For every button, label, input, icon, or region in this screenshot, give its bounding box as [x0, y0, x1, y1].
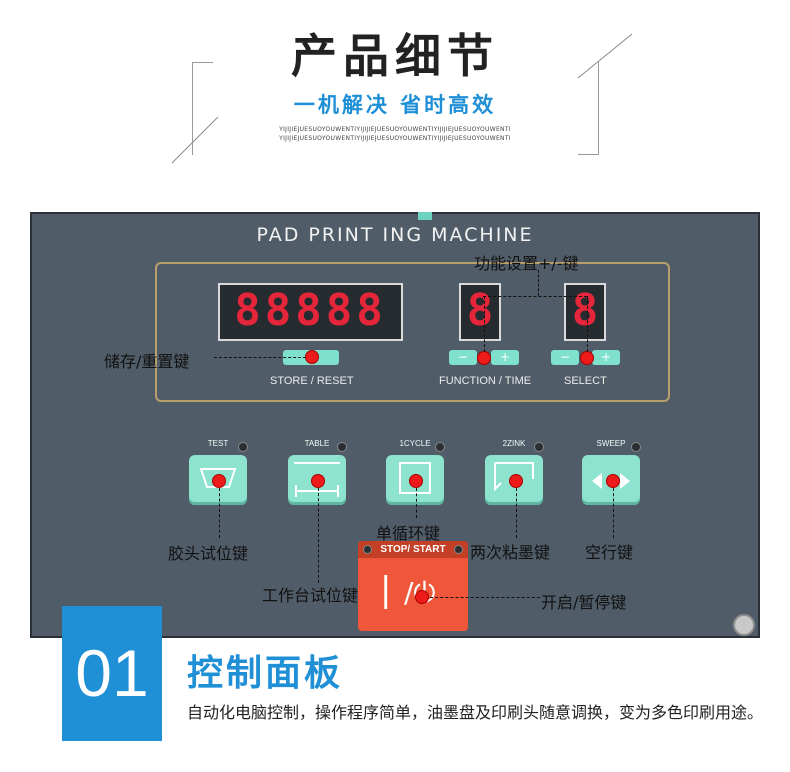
marker-select [580, 351, 594, 365]
annotation-single-cycle: 单循环键 [376, 524, 441, 543]
ink-key-icon [494, 462, 534, 492]
machine-label: PAD PRINT ING MACHINE [256, 224, 534, 246]
leader-function-top [538, 270, 539, 296]
annotation-store-reset: 储存/重置键 [104, 352, 190, 371]
indicator-tab [418, 212, 432, 220]
stop-led-right [454, 545, 463, 554]
annotation-empty-run: 空行键 [585, 543, 634, 562]
store-reset-label: STORE / RESET [270, 375, 354, 387]
key-test-led [238, 442, 248, 452]
marker-function [477, 351, 491, 365]
marker-2zink [509, 474, 523, 488]
key-test-label: TEST [207, 439, 229, 448]
select-display: 8 [564, 283, 606, 341]
tiny-text-1: YIJIJIEJUESUOYOUWENTIYIJIJIEJUESUOYOUWEN… [279, 126, 511, 133]
marker-sweep [606, 474, 620, 488]
leader-function-left [484, 296, 485, 352]
function-display: 8 [459, 283, 501, 341]
leader-function-right [587, 296, 588, 352]
key-2zink-led [534, 442, 544, 452]
marker-test [212, 474, 226, 488]
annotation-function-set: 功能设置+/-键 [474, 254, 579, 273]
key-sweep-label: SWEEP [596, 439, 626, 448]
section-number-badge [62, 606, 162, 741]
cycle-key-icon [399, 462, 431, 494]
annotation-test-key: 胶头试位键 [168, 544, 249, 563]
leader-store [214, 357, 306, 358]
marker-stop-start [415, 590, 429, 604]
key-sweep-led [631, 442, 641, 452]
page-title: 产品细节 [291, 29, 499, 83]
marker-table [311, 474, 325, 488]
section-number: 01 [75, 636, 149, 710]
key-1cycle-label: 1CYCLE [399, 439, 431, 448]
annotation-double-ink: 两次粘墨键 [470, 543, 551, 562]
leader-sweep [613, 488, 614, 538]
stop-start-label: STOP/ START [358, 541, 468, 558]
marker-1cycle [409, 474, 423, 488]
select-plus-button[interactable]: + [592, 350, 620, 365]
stop-symbol: | [380, 570, 392, 610]
header-deco-left [171, 116, 219, 164]
leader-2zink [516, 488, 517, 538]
tiny-text-2: YIJIJIEJUESUOYOUWENTIYIJIJIEJUESUOYOUWEN… [279, 135, 511, 142]
sweep-key-icon [592, 473, 630, 489]
marker-store-reset [305, 350, 319, 364]
annotation-start-pause: 开启/暂停键 [541, 593, 627, 612]
select-label: SELECT [564, 375, 607, 387]
key-2zink-label: 2ZINK [502, 439, 526, 448]
function-plus-button[interactable]: + [491, 350, 519, 365]
stop-led-left [363, 545, 372, 554]
leader-function-bar [483, 296, 587, 297]
select-minus-button[interactable]: − [551, 350, 579, 365]
display-frame [155, 262, 670, 402]
key-table-label: TABLE [304, 439, 330, 448]
leader-test [219, 488, 220, 538]
leader-table [318, 488, 319, 583]
section-heading: 控制面板 [187, 653, 344, 694]
right-bracket [578, 62, 599, 155]
annotation-table-test: 工作台试位键 [262, 586, 359, 605]
function-minus-button[interactable]: − [449, 350, 477, 365]
left-bracket [192, 62, 213, 155]
test-key-icon [199, 468, 237, 488]
table-key-icon [294, 462, 340, 497]
page-subtitle: 一机解决 省时高效 [293, 93, 497, 117]
main-display: 88888 [218, 283, 403, 341]
function-time-label: FUNCTION / TIME [439, 375, 532, 387]
panel-screw [733, 614, 755, 636]
leader-1cycle [416, 488, 417, 518]
key-1cycle-led [435, 442, 445, 452]
section-description: 自动化电脑控制，操作程序简单，油墨盘及印刷头随意调换，变为多色印刷用途。 [187, 703, 764, 722]
key-table-led [337, 442, 347, 452]
header-deco-right [577, 33, 633, 79]
leader-start [430, 597, 540, 598]
